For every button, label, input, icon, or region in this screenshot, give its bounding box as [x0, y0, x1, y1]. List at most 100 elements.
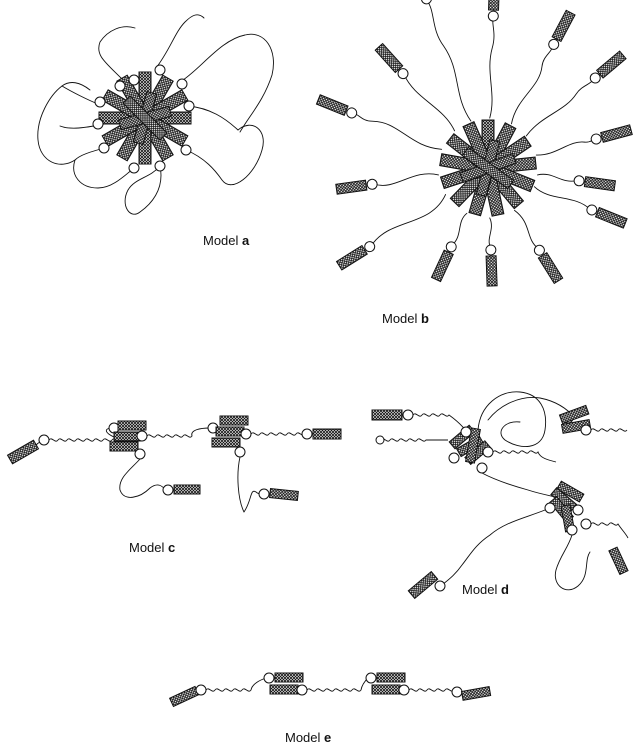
polymer-chain	[591, 429, 627, 431]
model-b-bead	[590, 133, 602, 145]
model-a-chain	[74, 160, 134, 188]
model-d-bead	[477, 463, 487, 473]
model-c-rod	[220, 416, 248, 425]
model-e-rod	[462, 687, 491, 701]
polymer-chain	[488, 18, 495, 118]
model-d-bead	[581, 519, 591, 529]
model-e-bead	[264, 673, 274, 683]
model-b-bead	[366, 179, 377, 190]
model-c-rod	[8, 440, 39, 464]
polymer-chain	[555, 535, 590, 590]
model-c-rod	[118, 421, 146, 430]
polymer-chain	[493, 451, 556, 462]
polymer-chain	[381, 439, 448, 441]
model-c-rod	[313, 429, 341, 439]
model-a-bead	[129, 163, 139, 173]
model-b: Model b	[316, 0, 632, 326]
polymer-chain	[513, 209, 540, 249]
model-b-bead	[488, 11, 498, 21]
polymer-chain	[403, 74, 457, 133]
model-d-bead	[449, 453, 459, 463]
model-a-chain	[62, 86, 98, 104]
model-e-bead	[399, 685, 409, 695]
model-d: Model d	[372, 392, 628, 599]
polymer-chain	[451, 213, 469, 246]
model-b-rod	[375, 44, 403, 73]
model-d-bead	[581, 425, 591, 435]
model-a-bead	[181, 145, 191, 155]
model-d-bead	[461, 427, 471, 437]
polymer-chain	[482, 473, 560, 498]
model-c-bead	[163, 485, 173, 495]
polymer-chain	[525, 78, 595, 137]
model-d-bead	[403, 410, 413, 420]
polymer-chain	[147, 428, 210, 437]
model-a-bead	[155, 65, 165, 75]
model-a-chain	[99, 27, 135, 78]
model-b-rod	[584, 177, 615, 191]
model-e-bead	[452, 687, 462, 697]
model-b-bead	[573, 175, 584, 186]
polymer-chain	[537, 173, 577, 182]
polymer-chain	[238, 457, 262, 512]
model-e-rod	[275, 673, 303, 682]
model-a-bead	[155, 161, 165, 171]
model-d-rod	[609, 547, 628, 574]
model-b-bead	[486, 245, 496, 255]
model-d-bead	[376, 436, 384, 444]
model-e: Model e	[170, 673, 491, 745]
polymer-chain	[442, 510, 545, 585]
model-a-chain	[180, 34, 273, 132]
model-c-rod	[174, 485, 200, 494]
model-e-bead	[196, 685, 206, 695]
model-a-bead	[93, 119, 103, 129]
model-c-bead	[302, 429, 312, 439]
model-d-label: Model d	[462, 582, 509, 597]
model-d-bead	[567, 525, 577, 535]
model-d-bead	[483, 447, 493, 457]
polymer-chain	[206, 678, 266, 691]
polymer-chain	[307, 678, 368, 691]
model-d-bead	[435, 581, 445, 591]
model-e-rod	[372, 685, 400, 694]
model-b-rod	[597, 51, 626, 78]
model-a-chain	[156, 15, 204, 68]
model-b-rod	[552, 10, 575, 41]
model-c-bead	[39, 435, 49, 445]
model-c: Model c	[8, 416, 341, 555]
model-b-rod	[538, 253, 562, 284]
model-c-rod	[110, 442, 138, 451]
model-e-label: Model e	[285, 730, 331, 745]
model-a-chain	[186, 125, 263, 185]
model-d-bead	[545, 503, 555, 513]
model-b-rod	[601, 125, 633, 142]
model-a-chain	[125, 166, 161, 214]
model-b-rod	[337, 246, 368, 270]
polymer-chain	[120, 459, 166, 497]
polymer-chain	[509, 45, 554, 125]
model-e-rod	[270, 685, 298, 694]
model-a-bead	[129, 75, 139, 85]
model-e-rod	[170, 686, 199, 706]
model-c-bead	[259, 489, 269, 499]
model-b-rod	[431, 250, 453, 281]
polymer-chain	[488, 218, 492, 248]
model-a: Model a	[38, 15, 274, 248]
model-d-rod	[372, 410, 402, 420]
model-a-bead	[99, 143, 109, 153]
model-a-bead	[177, 79, 187, 89]
model-b-label: Model b	[382, 311, 429, 326]
model-c-bead	[135, 449, 145, 459]
polymer-chain	[409, 689, 454, 691]
polymer-chain	[536, 138, 595, 157]
model-a-label: Model a	[203, 233, 250, 248]
polymer-chain	[591, 523, 628, 538]
model-d-bead	[573, 505, 583, 515]
polymer-chain	[369, 194, 449, 248]
model-b-rod	[489, 0, 500, 10]
model-d-rod	[408, 572, 437, 599]
model-e-bead	[366, 673, 376, 683]
model-a-bead	[115, 81, 125, 91]
model-b-rod	[336, 180, 367, 194]
